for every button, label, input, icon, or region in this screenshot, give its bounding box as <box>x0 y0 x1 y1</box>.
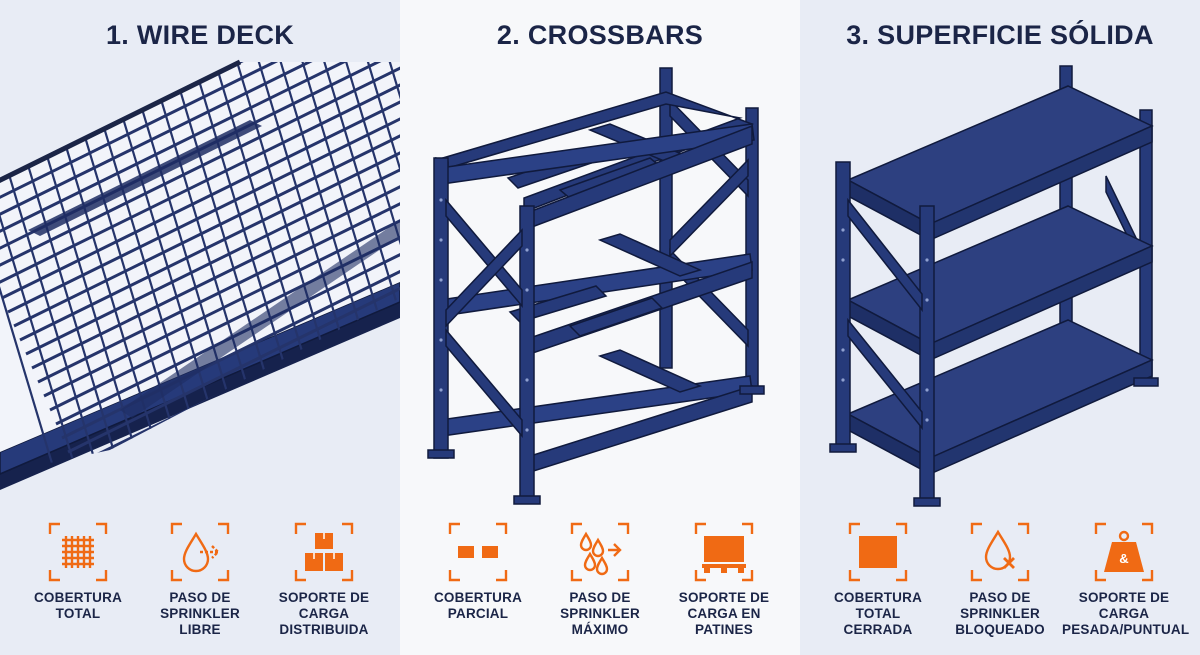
feature-line: PATINES <box>695 622 753 637</box>
feature-line: PASO DE <box>969 590 1031 605</box>
panel-title: 3. SUPERFICIE SÓLIDA <box>846 20 1154 50</box>
feature-line: SPRINKLER <box>160 606 240 621</box>
feature-line: DISTRIBUIDA <box>279 622 369 637</box>
feature-line: COBERTURA <box>833 590 923 605</box>
stacked-boxes-icon <box>294 522 354 582</box>
feature-line: COBERTURA <box>433 590 523 605</box>
feature-line: PASO DE <box>169 590 231 605</box>
panel-title: 1. WIRE DECK <box>105 20 295 50</box>
feature-line: CARGA EN <box>687 606 761 621</box>
solid-square-icon <box>848 522 908 582</box>
grid-coverage-icon <box>48 522 108 582</box>
water-drop-blocked-icon <box>970 522 1030 582</box>
water-drop-arrow-icon <box>170 522 230 582</box>
crossbars-rack-illustration <box>427 67 765 505</box>
water-drops-arrow-icon <box>570 522 630 582</box>
feature-line: SOPORTE DE <box>678 590 770 605</box>
solid-shelf-illustration <box>829 65 1159 507</box>
feature-line: SOPORTE DE <box>1078 590 1170 605</box>
split-bars-icon <box>448 522 508 582</box>
wire-deck-illustration <box>0 59 400 490</box>
feature-line: SPRINKLER <box>960 606 1040 621</box>
feature-line: CARGA <box>1098 606 1150 621</box>
feature-line: TOTAL <box>855 606 901 621</box>
feature-line: CARGA <box>298 606 350 621</box>
svg-text:&: & <box>1119 551 1128 566</box>
feature-line: CERRADA <box>843 622 913 637</box>
feature-line: SPRINKLER <box>560 606 640 621</box>
feature-line: PESADA/PUNTUAL <box>1062 622 1190 637</box>
feature-line: LIBRE <box>179 622 221 637</box>
feature-line: TOTAL <box>55 606 101 621</box>
feature-line: COBERTURA <box>33 590 123 605</box>
panel-title: 2. CROSSBARS <box>496 20 704 50</box>
feature-line: SOPORTE DE <box>278 590 370 605</box>
feature-line: MÁXIMO <box>571 622 629 637</box>
feature-line: BLOQUEADO <box>955 622 1045 637</box>
heavy-weight-icon: & <box>1094 522 1154 582</box>
pallet-icon <box>694 522 754 582</box>
feature-line: PASO DE <box>569 590 631 605</box>
feature-line: PARCIAL <box>447 606 509 621</box>
